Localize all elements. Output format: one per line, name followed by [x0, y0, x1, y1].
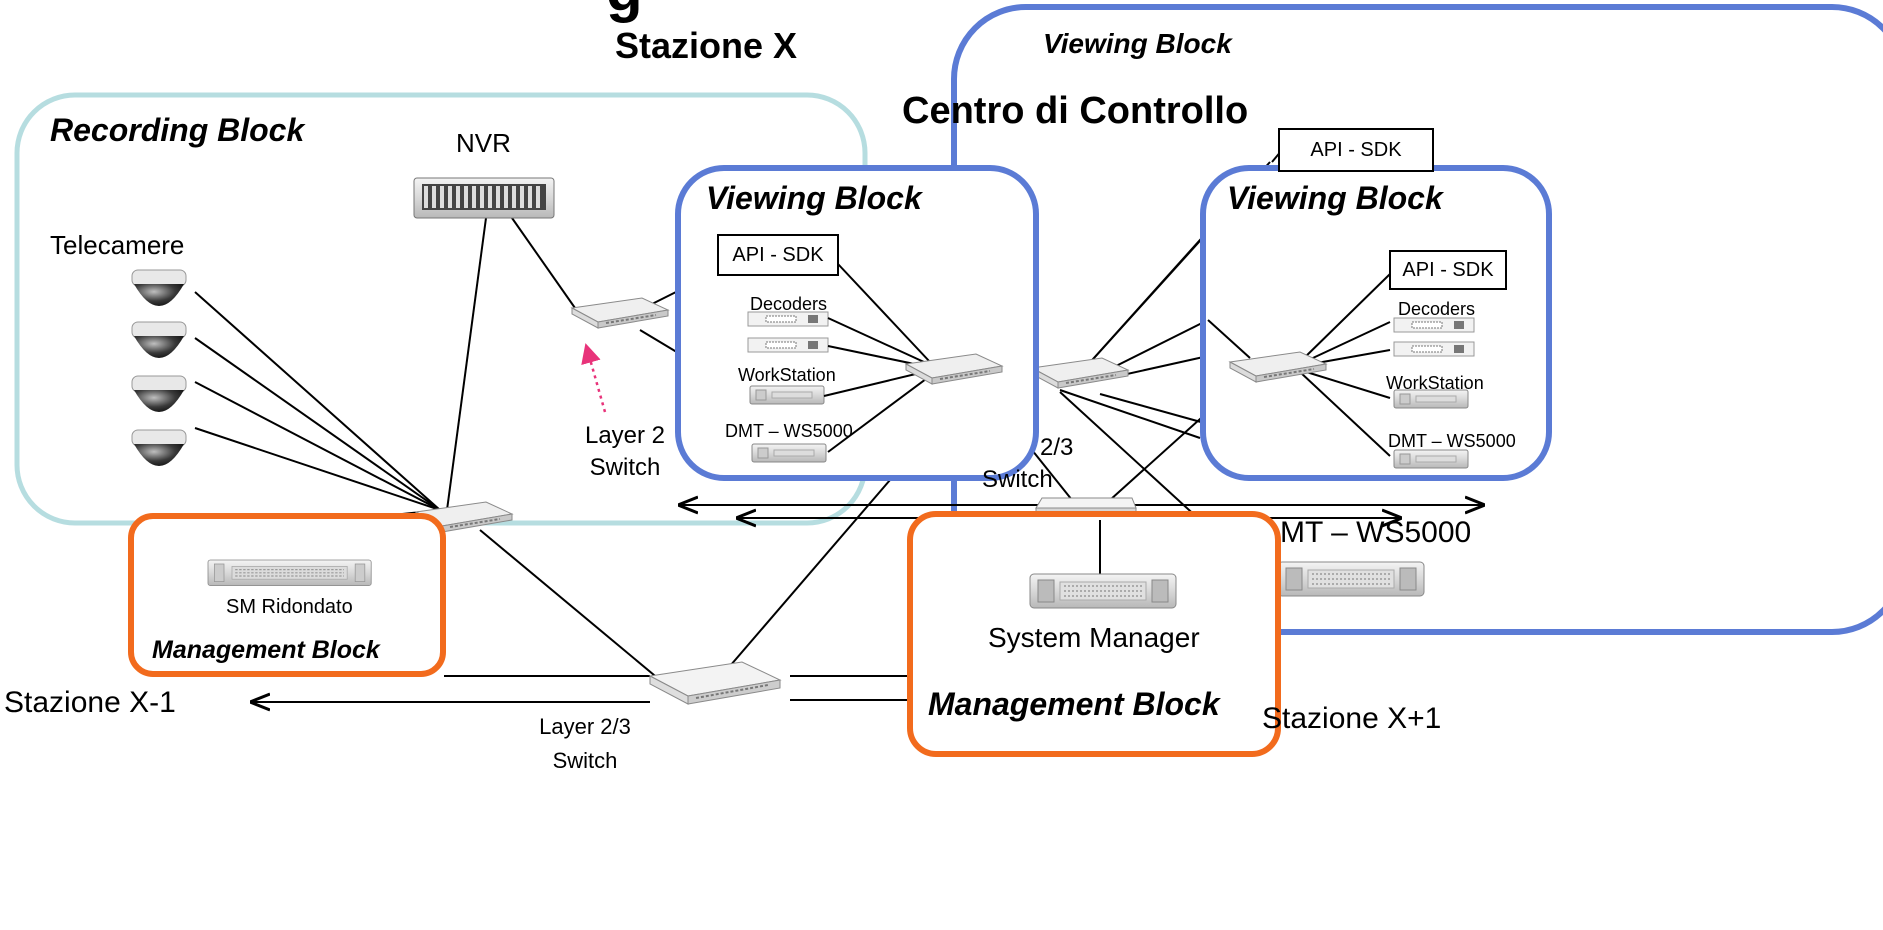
workstation-icon	[749, 385, 825, 405]
cc-api-sdk-label: API - SDK	[1310, 138, 1402, 161]
layer23-switch-icon	[649, 661, 781, 705]
station-dmt-label: DMT – WS5000	[725, 421, 853, 441]
station-decoders-label: Decoders	[750, 294, 828, 314]
layer2-switch-label-line2: Switch	[589, 454, 661, 481]
layer23-switch-label-line2: Switch	[552, 748, 618, 773]
decoder-icon	[747, 337, 829, 353]
cc-viewing-lines	[1207, 273, 1391, 457]
sm-ridondato-icon	[207, 559, 372, 587]
camera-icon	[131, 429, 187, 467]
camera-icon	[131, 269, 187, 307]
nvr-label: NVR	[456, 128, 511, 158]
station-viewing-block-title: Viewing Block	[706, 180, 922, 216]
left-management-block-title: Management Block	[152, 636, 380, 664]
cc-outer-viewing-block-title: Viewing Block	[1043, 28, 1232, 59]
system-manager-label: System Manager	[988, 622, 1200, 653]
title-fragment: g	[606, 0, 643, 20]
station-api-sdk-box: API - SDK	[717, 234, 839, 276]
station-workstation-label: WorkStation	[738, 365, 836, 385]
nvr-icon	[412, 176, 556, 220]
cc-api-sdk-box: API - SDK	[1278, 128, 1434, 172]
layer2-switch-label-line1: Layer 2	[584, 422, 666, 449]
decoder-icon	[1393, 317, 1475, 333]
layer23-switch-label-line1: Layer 2/3	[539, 714, 631, 739]
station-api-sdk-label: API - SDK	[732, 243, 824, 266]
left-management-block-outline	[128, 513, 446, 677]
camera-icon	[131, 375, 187, 413]
station-viewing-lines	[823, 263, 931, 453]
cc-inner-api-sdk-box: API - SDK	[1389, 250, 1507, 290]
cc-dmt-label: MT – WS5000	[1280, 516, 1472, 549]
control-center-switch-icon	[1031, 357, 1129, 389]
cc-switch-label-line2: Switch	[982, 466, 1053, 493]
cc-viewing-block-title: Viewing Block	[1227, 180, 1443, 216]
cc-workstation-label: WorkStation	[1386, 373, 1484, 393]
right-management-block-title: Management Block	[928, 686, 1220, 722]
cc-dmt-inner-label: DMT – WS5000	[1388, 431, 1516, 451]
station-prev-label: Stazione X-1	[4, 686, 176, 719]
cc-inner-api-sdk-label: API - SDK	[1402, 258, 1494, 281]
sm-ridondato-label: SM Ridondato	[226, 596, 353, 618]
dotted-pointer-arrow	[581, 343, 607, 413]
system-manager-icon	[1029, 573, 1177, 609]
dmt-icon	[751, 443, 827, 463]
camera-icon	[131, 321, 187, 359]
decoder-icon	[1393, 341, 1475, 357]
station-next-label: Stazione X+1	[1262, 702, 1442, 735]
cc-dmt-server-icon	[1277, 561, 1425, 597]
recording-block-title: Recording Block	[50, 112, 305, 148]
station-title: Stazione X	[615, 25, 798, 66]
cameras-label: Telecamere	[50, 230, 185, 260]
cc-switch-label-line1: 2/3	[1040, 434, 1074, 461]
control-center-title: Centro di Controllo	[902, 90, 1249, 132]
cc-decoders-label: Decoders	[1398, 299, 1476, 319]
dmt-icon	[1393, 449, 1469, 469]
right-management-block-outline	[907, 511, 1281, 757]
decoder-icon	[747, 311, 829, 327]
